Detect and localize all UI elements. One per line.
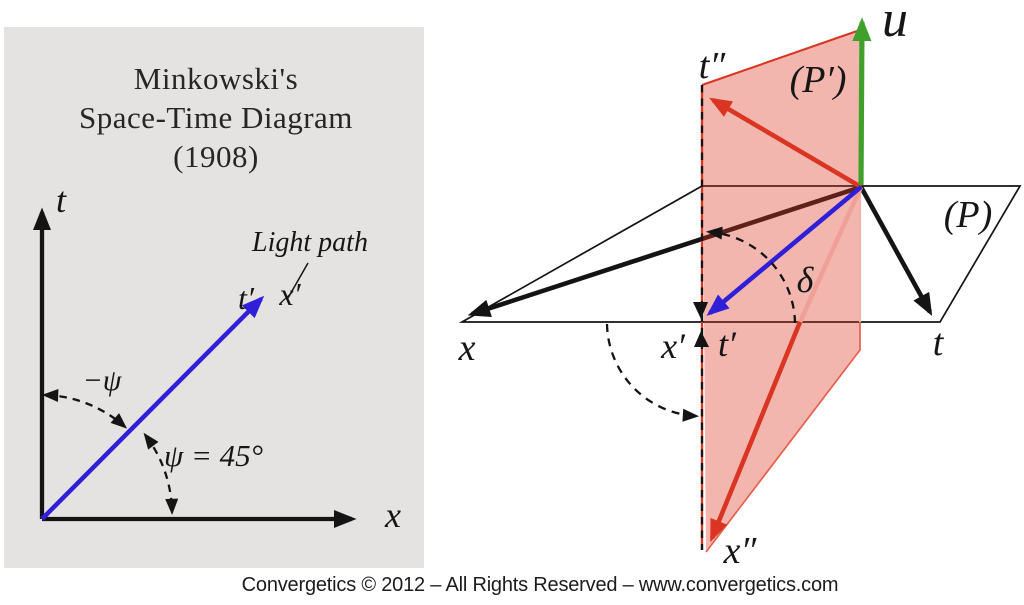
x-prime-label: x′ xyxy=(278,276,301,312)
t-prime-arrow xyxy=(706,185,863,316)
t-axis-arrow-3d xyxy=(858,185,933,316)
delta-label: δ xyxy=(797,260,815,300)
plane-p-prime-label: (P′) xyxy=(790,59,847,101)
plane-p-prime-fill xyxy=(702,30,860,552)
title-line-2: Space-Time Diagram xyxy=(79,100,353,135)
x-axis-label-3d: x xyxy=(458,327,476,369)
t-axis-label-3d: t xyxy=(933,322,945,364)
u-axis-label: u xyxy=(882,0,908,48)
delta-arc xyxy=(705,226,797,324)
minus-psi-label: −ψ xyxy=(83,364,123,397)
psi-arc xyxy=(143,432,179,516)
x-double-prime-arrow xyxy=(709,321,803,543)
light-path-pointer-line xyxy=(287,262,309,299)
right-panel: u t″ (P′) (P) x x′ t′ t δ x″ xyxy=(458,0,1022,572)
t-axis-label: t xyxy=(56,180,67,220)
light-path-arrow xyxy=(40,295,265,521)
neg-psi-arc xyxy=(41,388,128,429)
t-double-prime-label: t″ xyxy=(699,45,727,87)
psi-value-label: ψ = 45° xyxy=(164,438,263,473)
light-path-label: Light path xyxy=(251,227,368,258)
copyright-caption: Convergetics © 2012 – All Rights Reserve… xyxy=(242,574,839,596)
t-prime-label-3d: t′ xyxy=(718,324,737,364)
up-arrowhead xyxy=(694,331,709,347)
title-line-1: Minkowski's xyxy=(134,61,298,96)
x-double-prime-hidden-segment xyxy=(797,186,864,323)
plane-p-prime-lower-edge xyxy=(705,322,861,553)
plane-p-label: (P) xyxy=(944,194,993,236)
plane-p-prime-top-edge xyxy=(701,29,861,86)
left-panel-background xyxy=(4,27,424,568)
t-prime-label: t′ xyxy=(238,280,255,316)
x-axis-arrow-3d xyxy=(467,184,862,317)
title-line-3: (1908) xyxy=(173,139,259,174)
left-panel: Minkowski's Space-Time Diagram (1908) t … xyxy=(4,27,424,568)
x-double-prime-label: x″ xyxy=(723,530,758,572)
rotation-arc xyxy=(605,323,700,422)
u-axis-arrow xyxy=(852,17,872,186)
x-axis-label: x xyxy=(384,495,401,535)
plane-p-outline xyxy=(458,185,1022,323)
down-arrowhead xyxy=(693,302,708,319)
t-double-prime-arrow xyxy=(709,97,863,189)
x-prime-label-3d: x′ xyxy=(660,326,686,366)
